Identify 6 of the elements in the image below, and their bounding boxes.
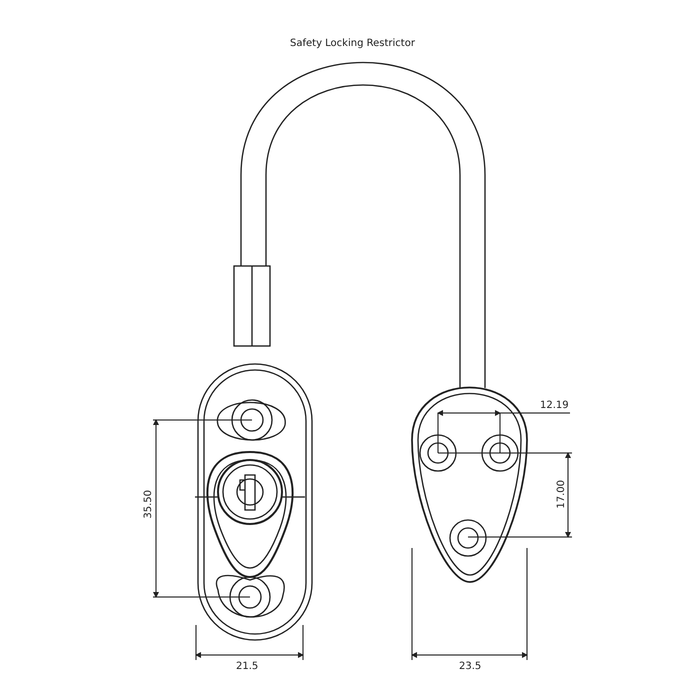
title: Safety Locking Restrictor bbox=[290, 38, 415, 50]
dimension-label: 35.50 bbox=[143, 490, 155, 519]
dimension-label: 17.00 bbox=[556, 480, 568, 509]
dimension-label: 23.5 bbox=[459, 661, 482, 673]
dimension-label: 12.19 bbox=[540, 400, 569, 412]
dimension-label: 21.5 bbox=[236, 661, 258, 673]
